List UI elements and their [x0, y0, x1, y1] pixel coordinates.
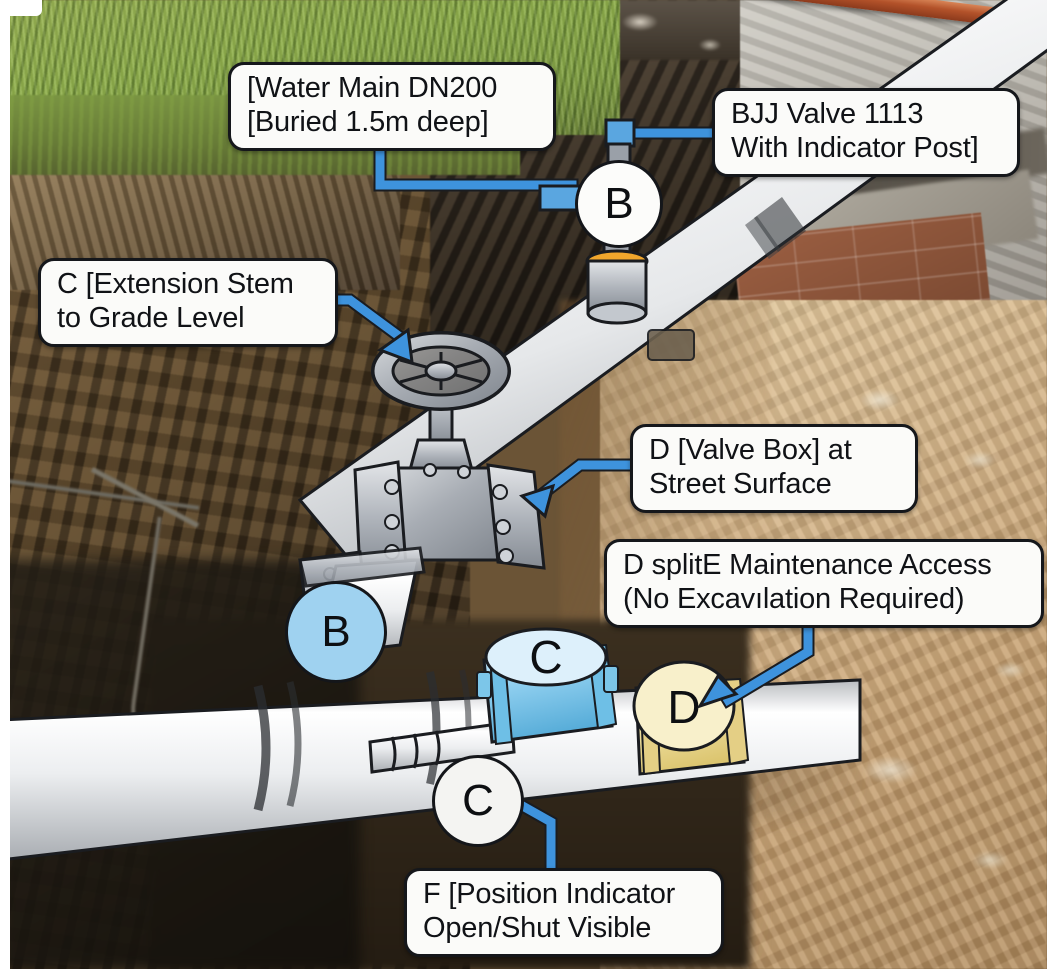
marker-b-top-letter: B [604, 179, 634, 228]
cyan-valve-body: C [476, 627, 619, 746]
arrow-to-d-valve [696, 673, 739, 709]
arrow-to-valve-box [519, 483, 556, 519]
leader-arrowheads [376, 327, 739, 709]
callout-extension-stem[interactable]: C [Extension Stem to Grade Level [38, 258, 338, 348]
marker-b-top[interactable]: B [575, 160, 663, 248]
leader-lines [298, 126, 815, 873]
callout-valve-box[interactable]: D [Valve Box] at Street Surface [630, 424, 918, 514]
marker-b-lower-letter: B [321, 607, 351, 656]
yellow-valve-box: D [632, 660, 750, 776]
frame-edge-left [0, 0, 10, 969]
callout-bjj-valve[interactable]: BJJ Valve 1113 With Indicator Post] [712, 88, 1020, 178]
marker-c-lower[interactable]: C [432, 755, 524, 847]
callout-position-indicator[interactable]: F [Position Indicator Open/Shut Visible [404, 868, 724, 958]
callout-maintenance-access[interactable]: D splitE Maintenance Access (No Excavıla… [604, 539, 1044, 629]
marker-b-lower[interactable]: B [285, 581, 387, 683]
marker-c-valve-letter: C [529, 631, 562, 683]
frame-corner-top-left [0, 0, 42, 16]
marker-c-lower-letter: C [462, 776, 494, 825]
indicator-post-connector [538, 118, 636, 212]
marker-d-valve-letter: D [667, 681, 700, 733]
arrow-to-handwheel [376, 327, 414, 365]
callout-water-main[interactable]: [Water Main DN200 [Buried 1.5m deep] [228, 62, 556, 152]
